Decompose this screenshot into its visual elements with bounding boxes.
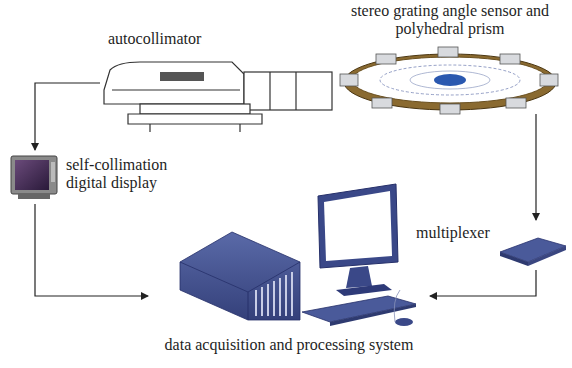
signal-arrow [35,83,100,150]
device-node: autocollimator [100,30,336,134]
device-label: multiplexer [416,224,490,242]
signal-arrow [430,270,536,296]
device-node: multiplexer [410,220,568,270]
display-drawing [11,156,57,199]
multiplexer-drawing [500,238,566,266]
signal-arrow [35,204,148,296]
device-label: autocollimator [108,30,201,48]
device-label: self-collimation digital display [66,156,178,193]
signal-arrow [535,114,536,220]
device-label: data acquisition and processing system [165,336,414,354]
device-node: self-collimation digital display [8,150,182,204]
device-label: stereo grating angle sensor and polyhedr… [350,2,550,39]
device-node: stereo grating angle sensor and polyhedr… [338,2,562,114]
grating-ring-drawing [340,47,558,114]
computer-drawing [180,184,416,326]
autocollimator-drawing [104,62,332,132]
device-node: data acquisition and processing system [148,180,430,356]
